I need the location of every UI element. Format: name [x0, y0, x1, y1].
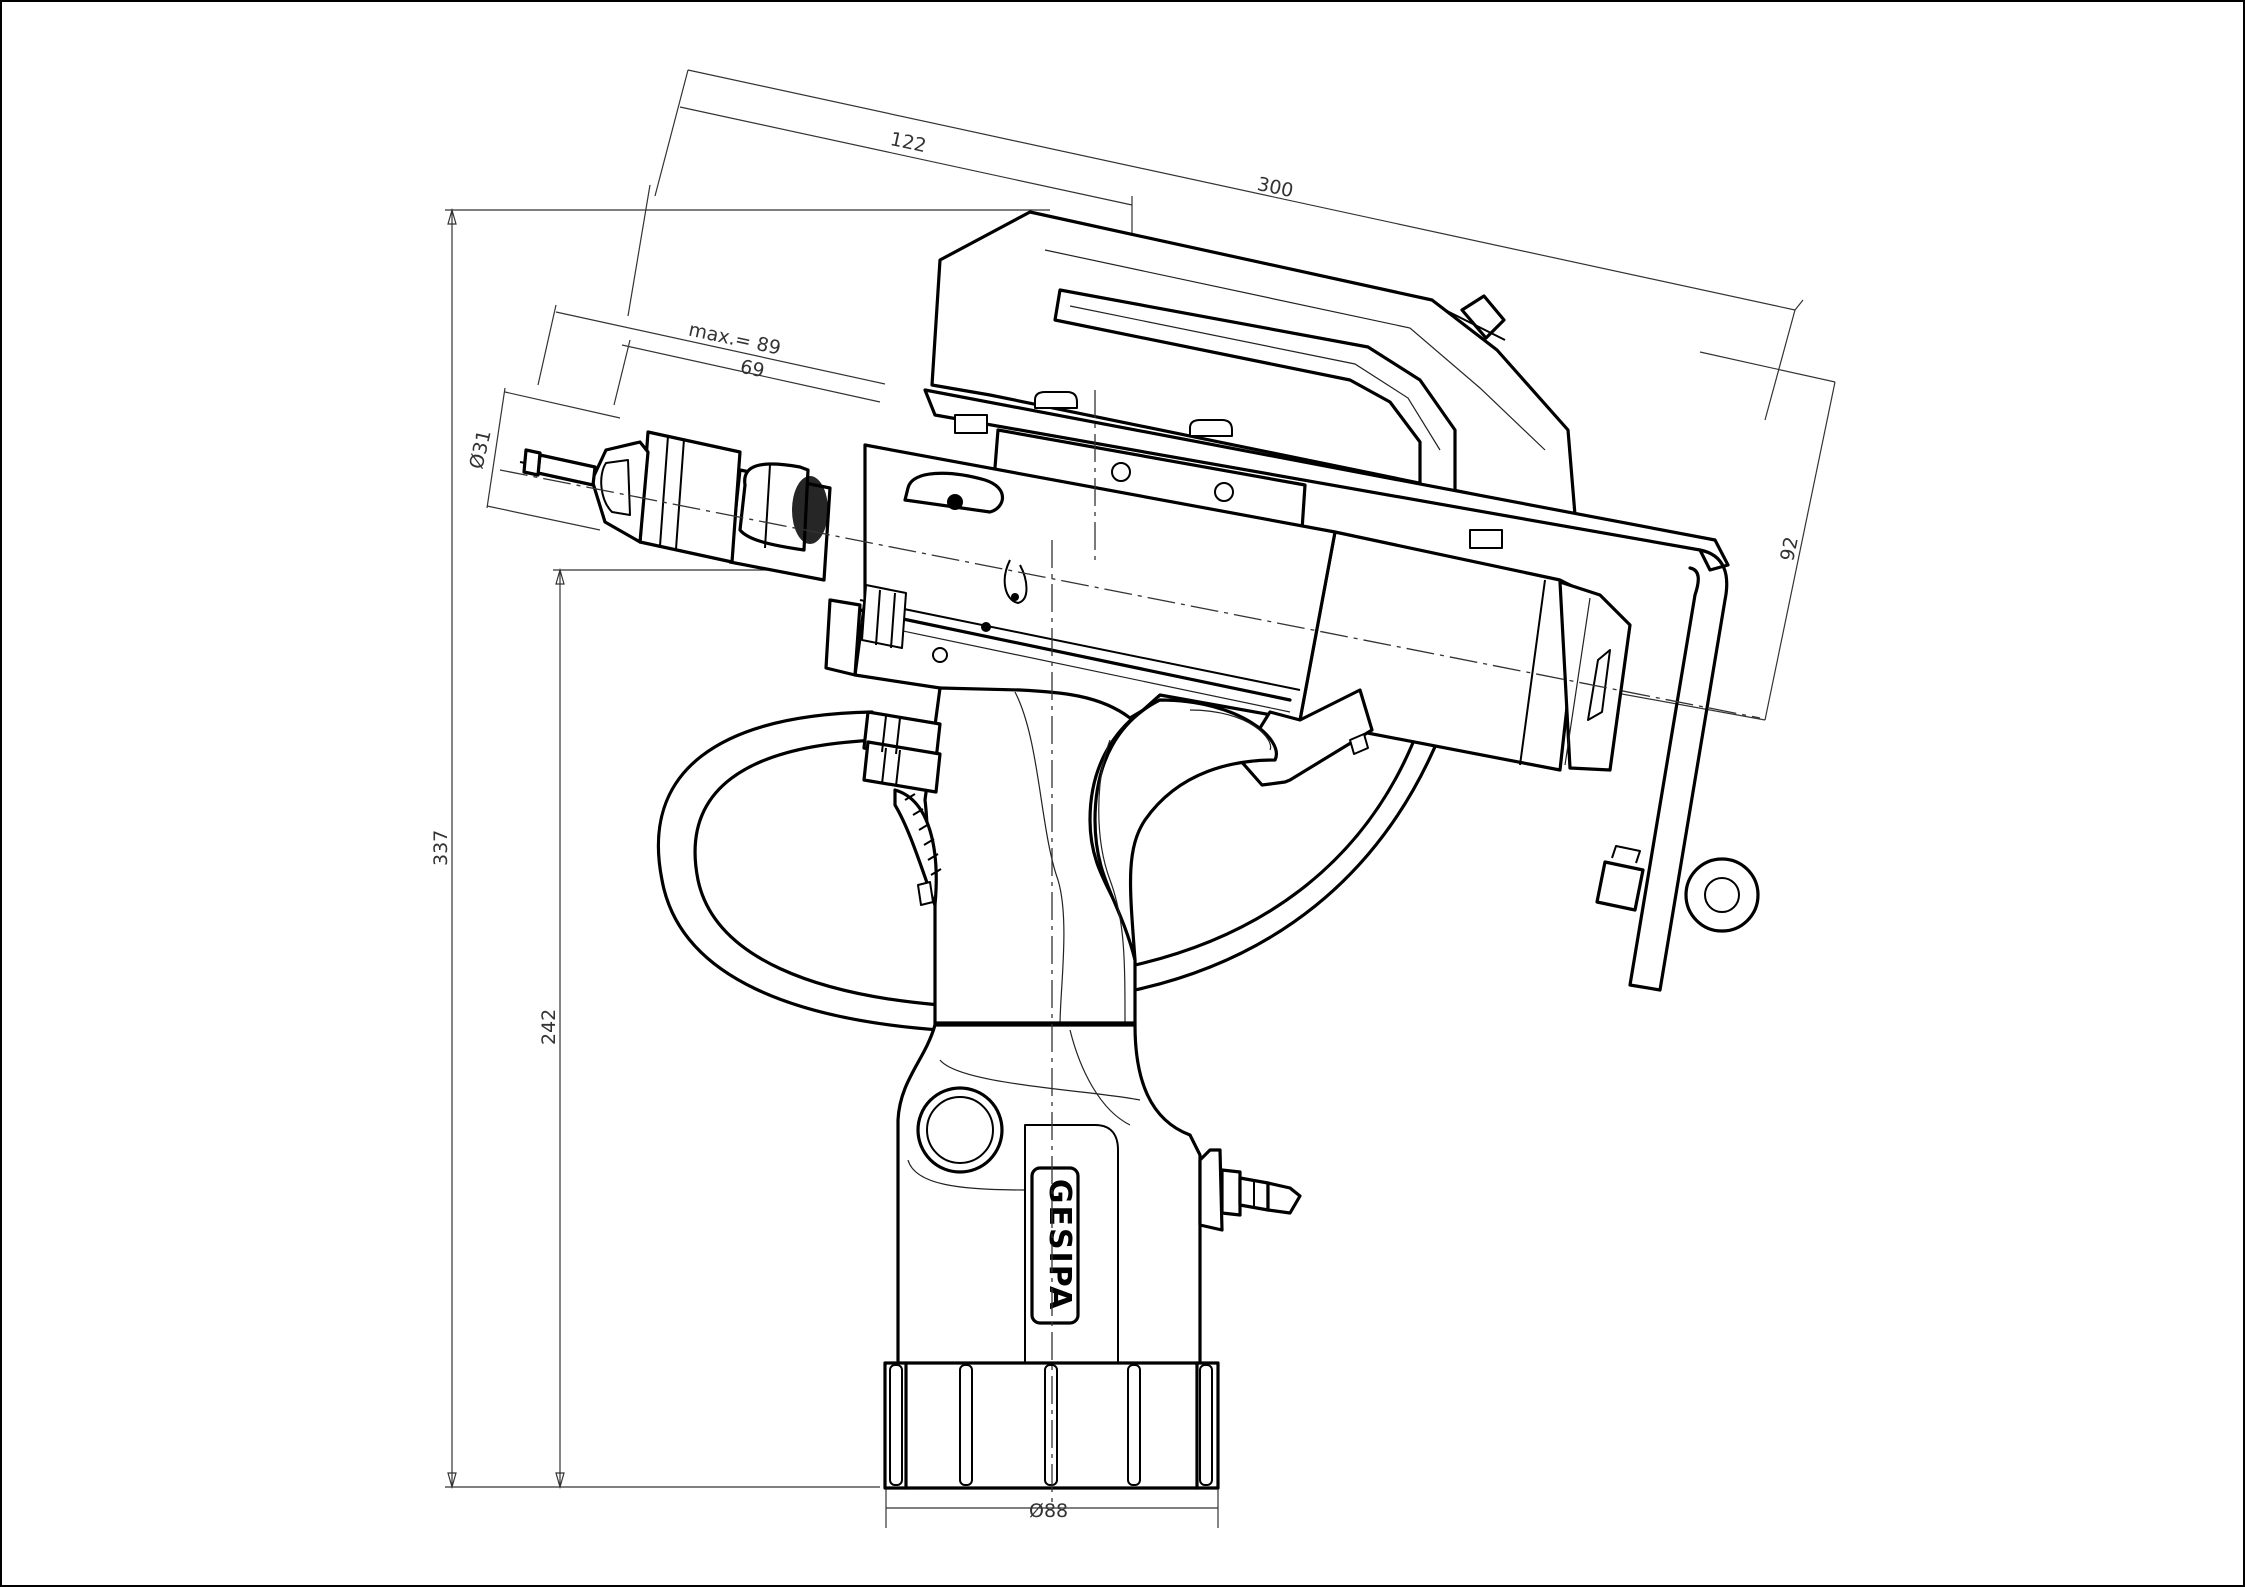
center-lines	[499, 390, 1761, 1505]
dim-337-label: 337	[430, 830, 452, 866]
handle	[862, 686, 1278, 1027]
brand-logo: GESIPA	[1042, 1179, 1077, 1311]
dim-92-label: 92	[1776, 535, 1803, 563]
hanger-bracket	[923, 210, 1760, 992]
lower-body: GESIPA	[896, 1023, 1302, 1367]
dim-242-label: 242	[538, 1009, 560, 1045]
dim-69-label: 69	[738, 356, 766, 383]
tool-outline: GESIPA	[499, 210, 1761, 1505]
main-body	[824, 428, 1632, 787]
dim-dia88-label: Ø88	[1029, 1500, 1068, 1522]
air-hose	[656, 710, 1442, 1032]
